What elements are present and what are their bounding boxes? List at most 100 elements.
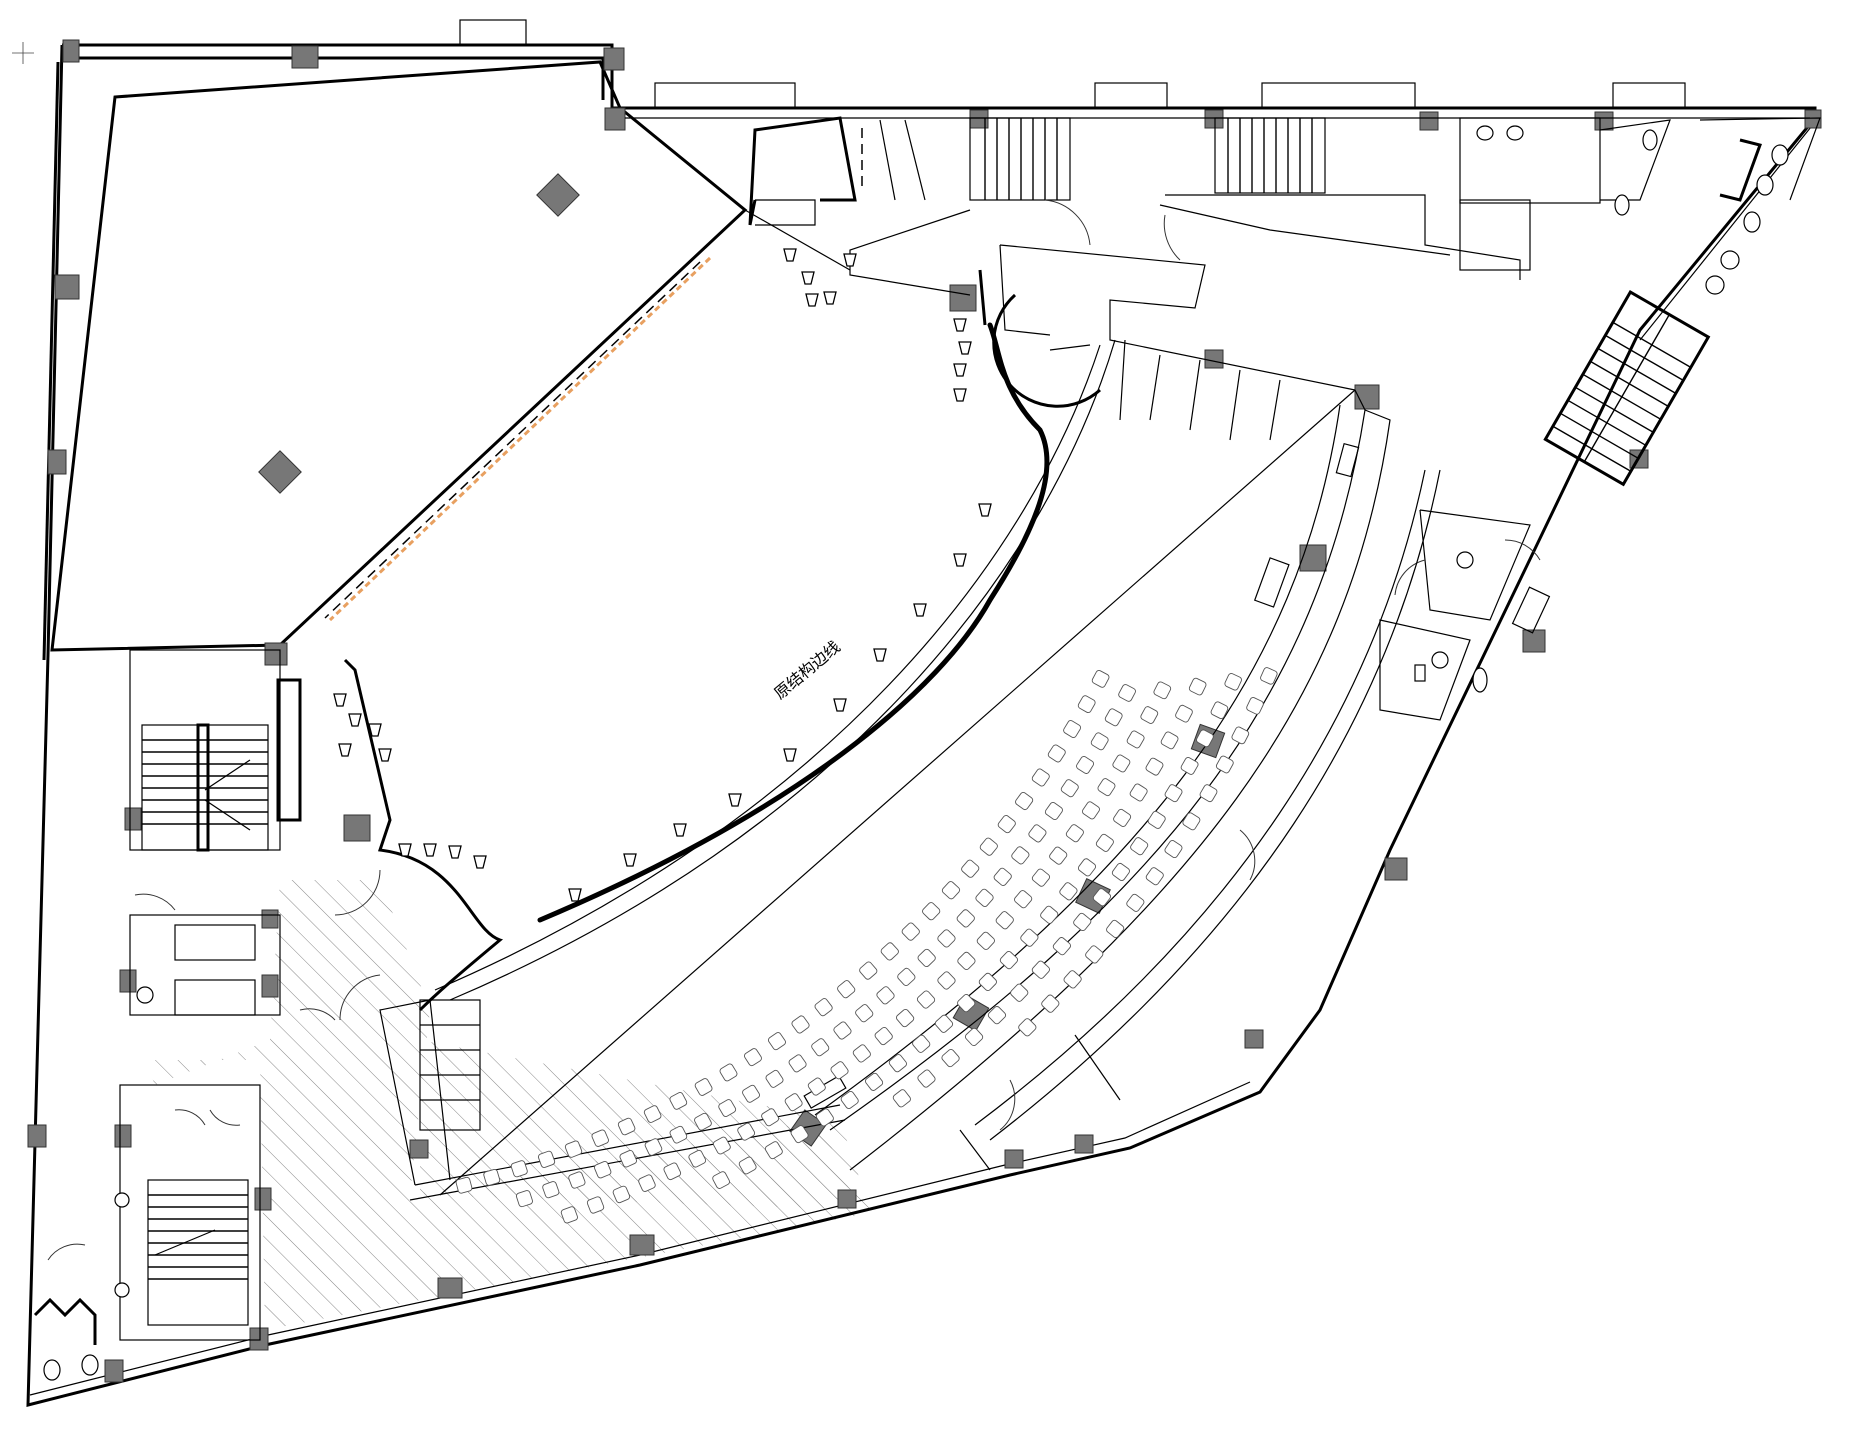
stage-light-icon	[348, 713, 362, 727]
seat-icon	[1018, 1018, 1037, 1037]
stage-light-icon	[833, 698, 847, 712]
stage-light-icon	[398, 843, 412, 857]
seat-icon	[937, 929, 956, 948]
seat-icon	[964, 1027, 984, 1047]
seat-icon	[987, 1006, 1007, 1025]
seat-icon	[663, 1162, 682, 1181]
stage-light-icon	[423, 843, 437, 857]
seat-icon	[742, 1084, 761, 1103]
seat-icon	[995, 911, 1014, 930]
seat-icon	[1215, 755, 1234, 774]
toilet-icon	[43, 1359, 61, 1381]
seat-icon	[874, 1026, 893, 1046]
stage-light-icon	[338, 743, 352, 757]
column-icon	[536, 173, 580, 217]
seat-icon	[738, 1156, 757, 1175]
seat-icon	[934, 1014, 954, 1033]
seat-icon	[612, 1185, 631, 1204]
stage-light-icon	[805, 293, 819, 307]
seat-icon	[764, 1141, 783, 1160]
seat-icon	[568, 1171, 586, 1189]
staircase-icon	[1214, 117, 1326, 194]
staircase-icon	[147, 1179, 249, 1326]
seat-icon	[688, 1149, 707, 1168]
seat-icon	[510, 1160, 528, 1178]
seat-icon	[840, 1090, 859, 1110]
seat-icon	[912, 1034, 931, 1053]
stage-light-icon	[978, 503, 992, 517]
seat-icon	[1047, 744, 1066, 763]
seat-icon	[897, 967, 916, 987]
seat-icon	[788, 1054, 807, 1073]
seat-icon	[830, 1061, 849, 1080]
seat-icon	[1077, 858, 1097, 877]
seat-icon	[594, 1161, 612, 1179]
seat-icon	[765, 1069, 784, 1088]
seat-icon	[1028, 824, 1047, 843]
seat-icon	[997, 815, 1016, 834]
seat-icon	[1077, 695, 1096, 714]
seat-icon	[1147, 810, 1166, 829]
seat-icon	[643, 1105, 662, 1123]
seat-icon	[1065, 824, 1084, 843]
upper-room	[50, 60, 748, 652]
seat-icon	[483, 1168, 501, 1186]
seat-icon	[1175, 704, 1193, 723]
seat-icon	[1153, 681, 1172, 700]
stage-light-icon	[623, 853, 637, 867]
seat-icon	[1010, 983, 1029, 1002]
stage-light-icon	[801, 271, 815, 285]
seat-icon	[1076, 755, 1095, 774]
seat-icon	[1160, 731, 1179, 750]
stage-lighting	[333, 248, 992, 902]
stage-light-icon	[568, 888, 582, 902]
column-icon	[258, 450, 302, 494]
stage-light-icon	[448, 845, 462, 859]
seat-icon	[1112, 754, 1131, 773]
seat-icon	[1126, 730, 1145, 749]
stage-light-icon	[378, 748, 392, 762]
seat-icon	[1118, 684, 1136, 702]
seat-icon	[1246, 697, 1264, 715]
seat-icon	[737, 1122, 756, 1141]
seat-icon	[1063, 720, 1082, 738]
toilet-icon	[1756, 174, 1774, 196]
seat-icon	[976, 931, 995, 950]
seat-icon	[941, 1048, 960, 1068]
seat-icon	[876, 986, 895, 1005]
sink-icon	[1431, 651, 1449, 669]
seat-icon	[1180, 757, 1199, 775]
toilet-icon	[1472, 667, 1488, 693]
seat-icon	[1113, 808, 1132, 827]
seat-icon	[767, 1032, 786, 1051]
seat-icon	[1182, 812, 1201, 831]
stage-light-icon	[958, 341, 972, 355]
seat-icon	[619, 1149, 637, 1168]
audience-seating	[455, 667, 1278, 1224]
seat-icon	[791, 1015, 810, 1034]
seat-icon	[1260, 667, 1278, 685]
toilet-icon	[1614, 194, 1630, 216]
seat-icon	[1188, 677, 1207, 696]
seat-icon	[712, 1171, 730, 1189]
seat-icon	[922, 902, 941, 921]
sink-icon	[1720, 250, 1740, 270]
seat-icon	[694, 1112, 712, 1131]
staircase-icon	[419, 999, 481, 1131]
seat-icon	[941, 881, 961, 900]
seat-icon	[957, 994, 976, 1013]
seat-icon	[1129, 783, 1148, 802]
stage-light-icon	[843, 253, 857, 267]
seat-icon	[917, 948, 936, 968]
top-corridor	[625, 116, 1810, 280]
seat-icon	[1085, 945, 1104, 964]
seat-icon	[1095, 833, 1114, 852]
seat-icon	[811, 1038, 830, 1057]
stage	[343, 209, 1050, 1012]
seat-icon	[999, 950, 1019, 970]
seat-icon	[1049, 846, 1068, 865]
seat-icon	[515, 1190, 533, 1208]
staircase-icon	[1543, 290, 1711, 487]
seat-icon	[852, 1044, 871, 1063]
